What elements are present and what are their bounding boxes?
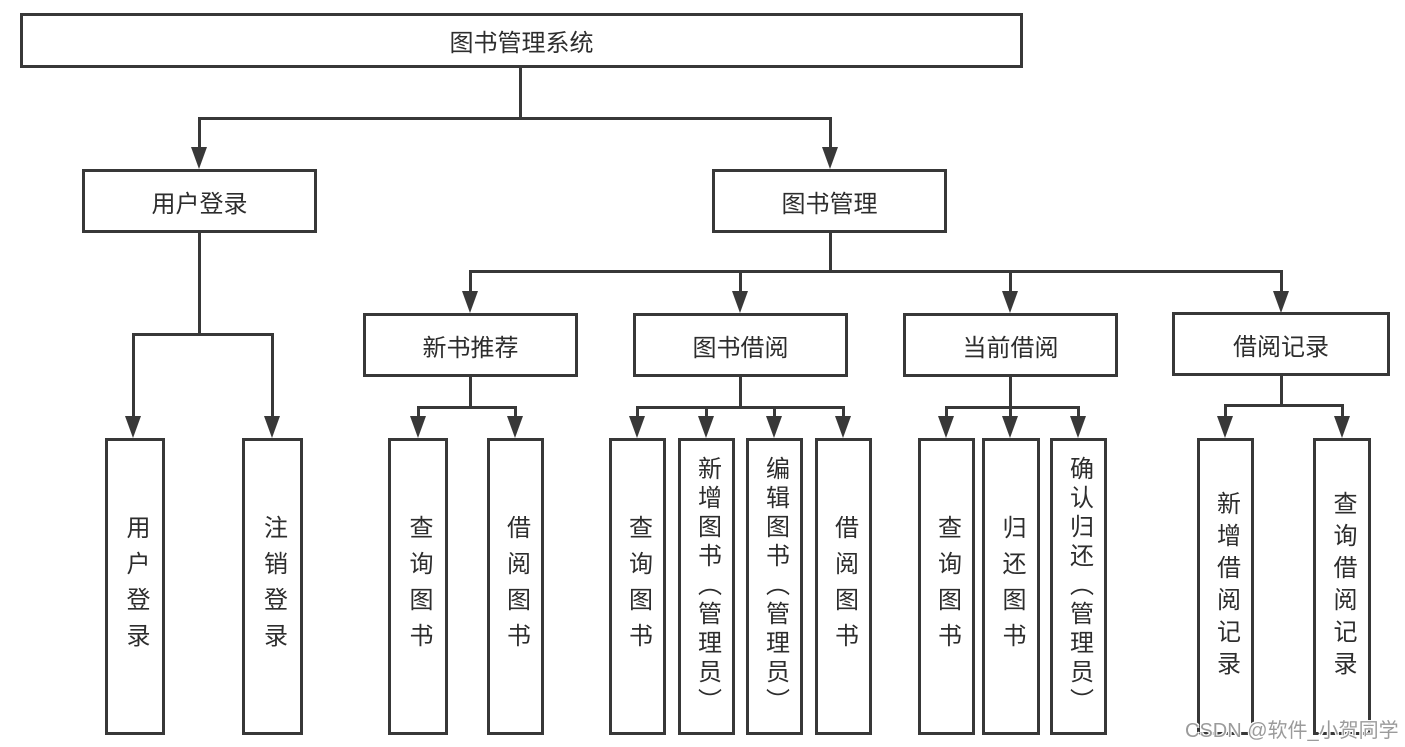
connector-cb-stem [1009, 377, 1012, 409]
connector-br-stem [1280, 376, 1283, 407]
connector-drop-leaf-logout [271, 333, 274, 417]
leaf-label: 用户登录 [122, 514, 149, 659]
arrowhead-rec-query [410, 416, 426, 438]
connector-drop-leaf-user-login [132, 333, 135, 417]
leaf-label: 查询图书 [624, 514, 652, 659]
arrowhead-cb-return [1002, 416, 1018, 438]
node-label: 当前借阅 [962, 334, 1059, 362]
connector-root-stem [519, 68, 522, 120]
connector-rec-stem [469, 377, 472, 409]
connector-drop-br-add [1224, 404, 1227, 418]
connector-book-mgmt-split [469, 270, 1283, 273]
node-label: 用户登录 [151, 190, 248, 218]
arrowhead-book-borrow [732, 291, 748, 313]
connector-br-split [1224, 404, 1343, 407]
leaf-label: 归还图书 [998, 514, 1025, 659]
leaf-label: 确认归还（管理员） [1065, 456, 1093, 717]
arrowhead-br-query [1334, 416, 1350, 438]
leaf-logout: 注销登录 [242, 438, 303, 735]
arrowhead-bb-query [629, 416, 645, 438]
leaf-br-add-record: 新增借阅记录 [1197, 438, 1254, 735]
leaf-rec-query-books: 查询图书 [388, 438, 448, 735]
connector-bb-split [636, 406, 845, 409]
arrowhead-bb-edit [766, 416, 782, 438]
connector-bb-stem [739, 377, 742, 409]
connector-root-split [198, 117, 832, 120]
arrowhead-br-add [1217, 416, 1233, 438]
arrowhead-leaf-user-login [125, 416, 141, 438]
connector-drop-cb-confirm [1077, 406, 1080, 418]
connector-cb-split [945, 406, 1080, 409]
arrowhead-bb-add [698, 416, 714, 438]
leaf-br-query-record: 查询借阅记录 [1313, 438, 1371, 735]
connector-drop-bb-borrow [842, 406, 845, 418]
node-label: 图书管理系统 [449, 30, 594, 57]
leaf-label: 新增图书（管理员） [693, 456, 721, 717]
leaf-label: 查询借阅记录 [1329, 490, 1356, 683]
leaf-bb-add-books-admin: 新增图书（管理员） [678, 438, 735, 735]
leaf-label: 注销登录 [259, 514, 287, 659]
node-label: 图书借阅 [692, 334, 789, 362]
arrowhead-cb-query [938, 416, 954, 438]
arrowhead-user-login [191, 147, 207, 169]
connector-drop-bb-query [636, 406, 639, 418]
arrowhead-cb-confirm [1070, 416, 1086, 438]
leaf-label: 查询图书 [405, 514, 432, 659]
csdn-watermark: CSDN @软件_小贺同学 [1185, 720, 1399, 742]
node-label: 借阅记录 [1233, 333, 1329, 361]
node-user-login: 用户登录 [82, 169, 317, 233]
connector-drop-user-login [198, 117, 201, 149]
arrowhead-borrow-record [1273, 291, 1289, 313]
arrowhead-leaf-logout [264, 416, 280, 438]
node-label: 新书推荐 [422, 334, 519, 362]
leaf-bb-query-books: 查询图书 [609, 438, 666, 735]
leaf-bb-borrow-books: 借阅图书 [815, 438, 872, 735]
connector-rec-split [417, 406, 517, 409]
node-book-borrowing: 图书借阅 [633, 313, 848, 377]
node-book-management: 图书管理 [712, 169, 947, 233]
leaf-label: 借阅图书 [502, 514, 530, 659]
leaf-bb-edit-books-admin: 编辑图书（管理员） [746, 438, 803, 735]
connector-drop-cb-query [945, 406, 948, 418]
leaf-label: 编辑图书（管理员） [761, 456, 789, 717]
connector-user-login-split [132, 333, 274, 336]
node-borrowing-records: 借阅记录 [1172, 312, 1390, 376]
leaf-label: 查询图书 [933, 514, 961, 659]
arrowhead-bb-borrow [835, 416, 851, 438]
connector-user-login-stem [198, 233, 201, 336]
arrowhead-rec-borrow [507, 416, 523, 438]
leaf-cb-query-books: 查询图书 [918, 438, 975, 735]
connector-drop-new-book-rec [469, 270, 472, 293]
connector-drop-rec-query [417, 406, 420, 418]
arrowhead-new-book-rec [462, 291, 478, 313]
leaf-label: 新增借阅记录 [1212, 490, 1240, 683]
arrowhead-current-borrow [1002, 291, 1018, 313]
connector-drop-bb-add [705, 406, 708, 418]
arrowhead-book-mgmt [822, 147, 838, 169]
connector-drop-borrow-record [1280, 270, 1283, 293]
connector-drop-rec-borrow [514, 406, 517, 418]
connector-book-mgmt-stem [829, 233, 832, 273]
connector-drop-current-borrow [1009, 270, 1012, 293]
node-current-borrowing: 当前借阅 [903, 313, 1118, 377]
connector-drop-cb-return [1009, 406, 1012, 418]
node-new-book-recommend: 新书推荐 [363, 313, 578, 377]
leaf-rec-borrow-books: 借阅图书 [487, 438, 544, 735]
node-library-management-system: 图书管理系统 [20, 13, 1023, 68]
connector-drop-book-borrow [739, 270, 742, 293]
node-label: 图书管理 [781, 190, 878, 218]
connector-drop-bb-edit [773, 406, 776, 418]
leaf-cb-return-books: 归还图书 [982, 438, 1040, 735]
leaf-user-login: 用户登录 [105, 438, 165, 735]
leaf-cb-confirm-return-admin: 确认归还（管理员） [1050, 438, 1107, 735]
connector-drop-book-mgmt [829, 117, 832, 149]
leaf-label: 借阅图书 [830, 514, 858, 659]
connector-drop-br-query [1341, 404, 1344, 418]
